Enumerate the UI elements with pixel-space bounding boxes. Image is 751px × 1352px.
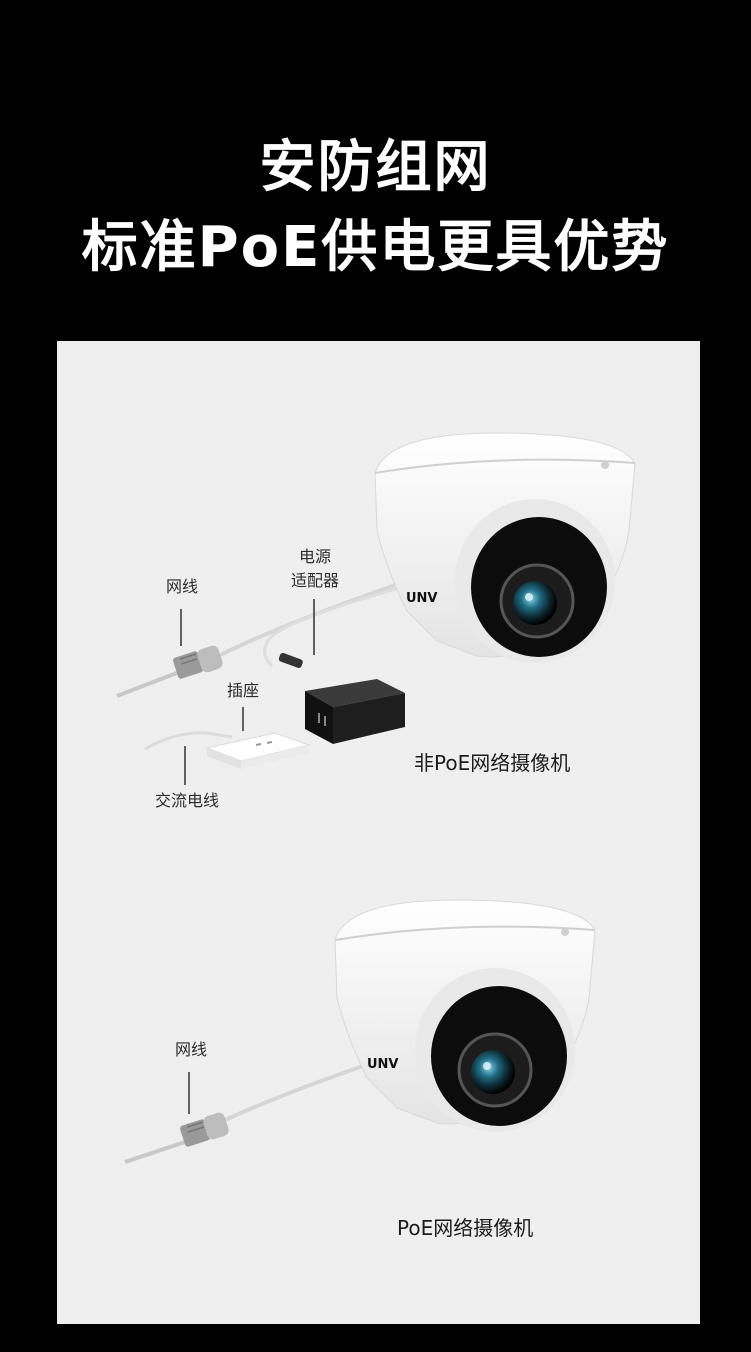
camera-logo: UNV	[406, 591, 438, 606]
poe-camera-caption: PoE网络摄像机	[397, 1216, 534, 1240]
dome-camera-icon	[374, 432, 636, 663]
label-power-adapter-line2: 适配器	[290, 571, 339, 590]
socket-icon	[205, 732, 311, 769]
label-network-cable: 网线	[174, 1040, 207, 1059]
non-poe-camera-caption: 非PoE网络摄像机	[414, 751, 571, 775]
non-poe-scene: 网线 电源 适配器 插座 交流电线 非PoE网络摄像机 UNV	[57, 341, 700, 832]
headline-line-2: 标准PoE供电更具优势	[81, 215, 670, 280]
rj45-connector-icon	[173, 645, 223, 679]
label-network-cable: 网线	[165, 577, 198, 596]
dc-cable	[263, 584, 408, 668]
illustration-panel: 网线 电源 适配器 插座 交流电线 非PoE网络摄像机 UNV	[57, 341, 700, 1324]
label-socket: 插座	[226, 681, 259, 700]
network-cable-to-camera	[224, 1062, 370, 1122]
poe-scene: 网线 PoE网络摄像机 UNV	[57, 832, 700, 1324]
rj45-connector-icon	[180, 1112, 229, 1147]
power-adapter-icon	[305, 679, 405, 744]
headline-line-1: 安防组网	[259, 135, 492, 200]
label-ac-cable: 交流电线	[154, 791, 219, 810]
network-cable	[124, 1140, 186, 1164]
camera-logo: UNV	[367, 1057, 399, 1072]
poe-illustration	[124, 899, 596, 1164]
ac-cable	[144, 731, 233, 751]
network-cable	[116, 667, 188, 698]
dome-camera-icon	[334, 899, 596, 1132]
label-power-adapter-line1: 电源	[298, 547, 331, 566]
non-poe-illustration	[116, 432, 636, 785]
